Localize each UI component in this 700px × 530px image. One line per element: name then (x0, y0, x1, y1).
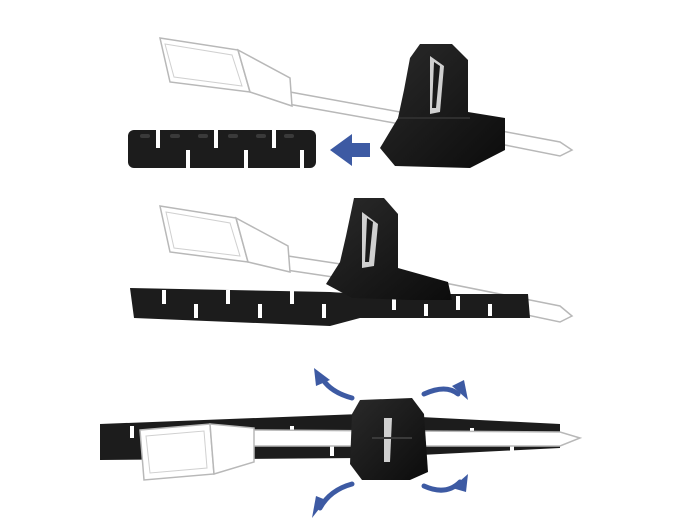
left-arrow-icon (330, 134, 370, 166)
step-1 (128, 37, 574, 168)
threading-tool-2 (326, 198, 452, 300)
step-3 (100, 368, 583, 518)
threading-tool-1 (380, 44, 505, 168)
threading-tool-3 (350, 398, 428, 480)
spiral-wrap-1 (128, 130, 316, 168)
rotate-arrow-heads (312, 368, 468, 518)
step-2 (130, 198, 574, 326)
